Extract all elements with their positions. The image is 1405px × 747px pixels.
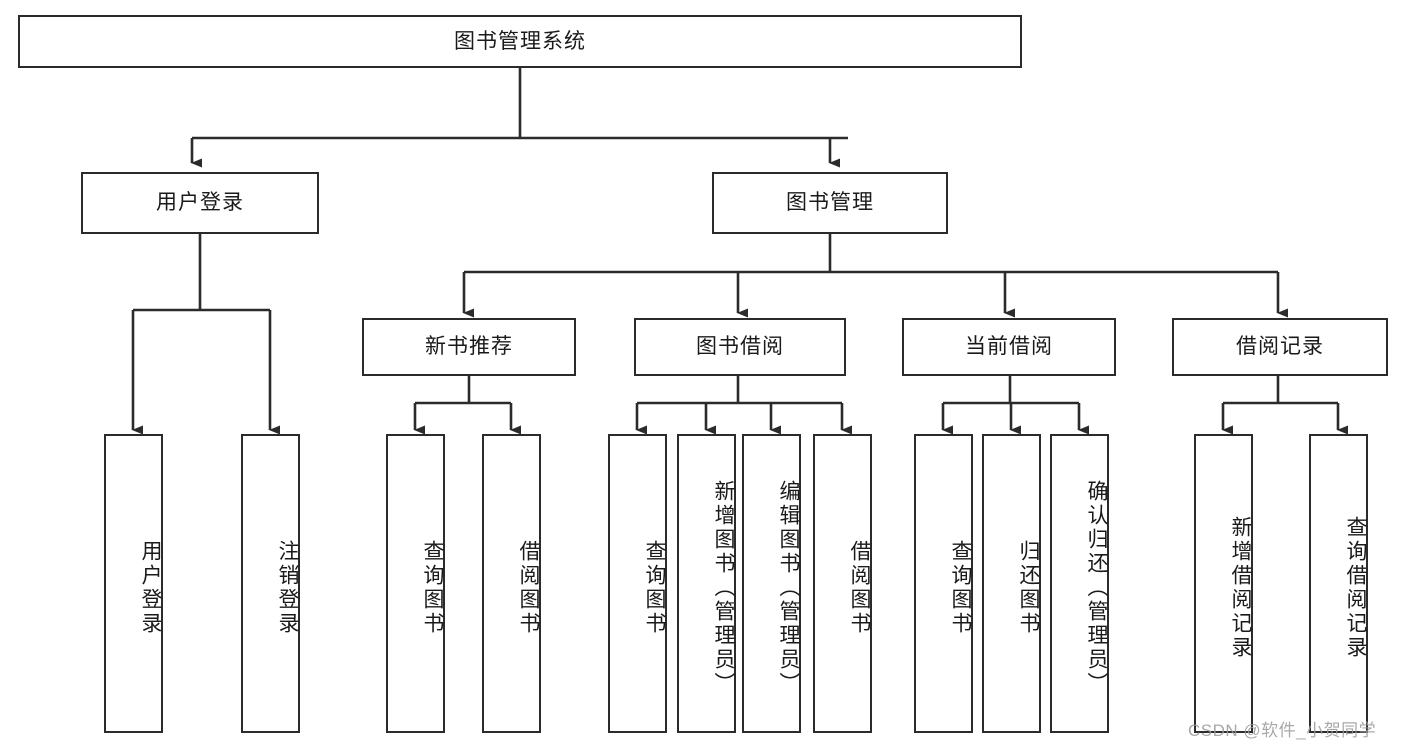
node-label: 查询图书 bbox=[421, 539, 444, 636]
edge-group-root-to-level2 bbox=[190, 68, 848, 168]
node-label: 图书管理 bbox=[786, 191, 874, 215]
node-label: 编辑图书（管理员） bbox=[777, 479, 800, 696]
node-label: 新书推荐 bbox=[425, 335, 513, 359]
edge-group-book-manage-to-level3 bbox=[462, 234, 1288, 318]
node-label: 确认归还（管理员） bbox=[1085, 479, 1108, 696]
node-leaf-return-book[interactable]: 归还图书 bbox=[982, 434, 1041, 733]
edge-group-new-book-to-leaves bbox=[413, 376, 521, 435]
node-label: 查询图书 bbox=[949, 539, 972, 636]
node-leaf-query-borrow-record[interactable]: 查询借阅记录 bbox=[1309, 434, 1368, 733]
node-new-book-recommendation[interactable]: 新书推荐 bbox=[362, 318, 576, 376]
node-label: 用户登录 bbox=[156, 191, 244, 215]
node-label: 用户登录 bbox=[139, 539, 162, 636]
node-leaf-borrow-book-borrow[interactable]: 借阅图书 bbox=[813, 434, 872, 733]
csdn-watermark: CSDN @软件_小贺同学 bbox=[1188, 721, 1377, 740]
edge-group-borrow-record-to-leaves bbox=[1221, 376, 1348, 435]
node-label: 新增借阅记录 bbox=[1229, 515, 1252, 660]
edge-group-user-login-to-leaves bbox=[131, 234, 280, 435]
node-user-login[interactable]: 用户登录 bbox=[81, 172, 319, 234]
node-label: 新增图书（管理员） bbox=[712, 479, 735, 696]
node-label: 借阅记录 bbox=[1236, 335, 1324, 359]
node-label: 图书管理系统 bbox=[454, 29, 586, 53]
node-root-book-management-system[interactable]: 图书管理系统 bbox=[18, 15, 1022, 68]
node-borrowing-records[interactable]: 借阅记录 bbox=[1172, 318, 1388, 376]
node-leaf-logout[interactable]: 注销登录 bbox=[241, 434, 300, 733]
node-label: 借阅图书 bbox=[848, 539, 871, 636]
node-book-management[interactable]: 图书管理 bbox=[712, 172, 948, 234]
node-leaf-query-book-new[interactable]: 查询图书 bbox=[386, 434, 445, 733]
edge-group-book-borrow-to-leaves bbox=[635, 376, 852, 435]
node-leaf-edit-book-admin[interactable]: 编辑图书（管理员） bbox=[742, 434, 801, 733]
node-label: 注销登录 bbox=[276, 539, 299, 636]
node-label: 归还图书 bbox=[1017, 539, 1040, 636]
edge-group-current-borrow-to-leaves bbox=[941, 376, 1089, 435]
node-current-borrowing[interactable]: 当前借阅 bbox=[902, 318, 1116, 376]
node-label: 查询借阅记录 bbox=[1344, 515, 1367, 660]
node-leaf-confirm-return-admin[interactable]: 确认归还（管理员） bbox=[1050, 434, 1109, 733]
node-leaf-query-book-current[interactable]: 查询图书 bbox=[914, 434, 973, 733]
node-book-borrowing[interactable]: 图书借阅 bbox=[634, 318, 846, 376]
node-label: 查询图书 bbox=[643, 539, 666, 636]
node-leaf-add-book-admin[interactable]: 新增图书（管理员） bbox=[677, 434, 736, 733]
node-label: 当前借阅 bbox=[965, 335, 1053, 359]
node-leaf-borrow-book-new[interactable]: 借阅图书 bbox=[482, 434, 541, 733]
node-label: 借阅图书 bbox=[517, 539, 540, 636]
node-leaf-user-login[interactable]: 用户登录 bbox=[104, 434, 163, 733]
node-leaf-query-book-borrow[interactable]: 查询图书 bbox=[608, 434, 667, 733]
node-leaf-add-borrow-record[interactable]: 新增借阅记录 bbox=[1194, 434, 1253, 733]
node-label: 图书借阅 bbox=[696, 335, 784, 359]
